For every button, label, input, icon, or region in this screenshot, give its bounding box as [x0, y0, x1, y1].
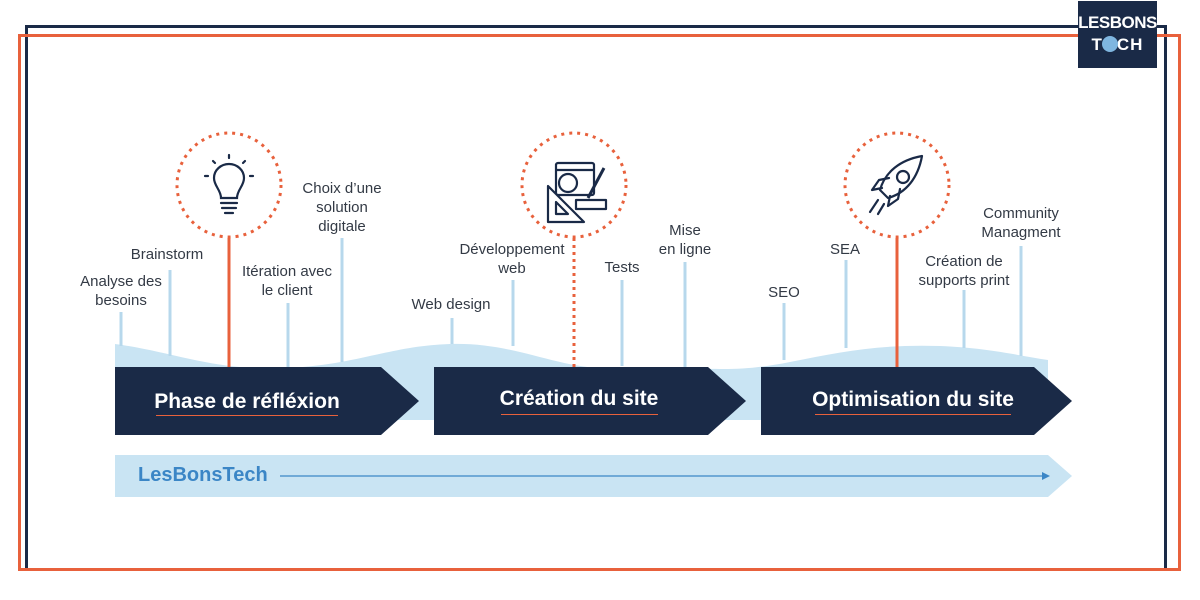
step-sea: SEA	[829, 241, 861, 258]
step-seo: SEO	[768, 284, 800, 301]
speech-bubble-icon	[1101, 35, 1118, 52]
lightbulb-icon	[203, 153, 255, 215]
step-connectors	[119, 238, 1023, 368]
phase3-icon-circle	[843, 131, 951, 239]
timeline-arrow-head	[1042, 472, 1050, 480]
phase1-underline	[156, 415, 338, 416]
phase2-chevron	[434, 367, 746, 435]
design-tools-icon	[546, 161, 608, 224]
rocket-icon	[868, 154, 924, 216]
phase3-underline	[815, 414, 1011, 415]
brand-label: LesBonsTech	[138, 464, 268, 486]
phase3-chevron	[761, 367, 1072, 435]
step-tests: Tests	[604, 259, 640, 276]
phase2-label: Création du site	[499, 387, 659, 410]
step-brainstorm: Brainstorm	[130, 246, 204, 263]
phase1-chevron	[115, 367, 419, 435]
step-webdesign: Web design	[411, 296, 491, 313]
phase1-icon-circle	[175, 131, 283, 239]
outer-frame-orange	[18, 34, 1181, 571]
phase3-label: Optimisation du site	[812, 388, 1014, 411]
phase1-label: Phase de réfléxion	[154, 390, 340, 413]
phase2-underline	[501, 414, 658, 415]
